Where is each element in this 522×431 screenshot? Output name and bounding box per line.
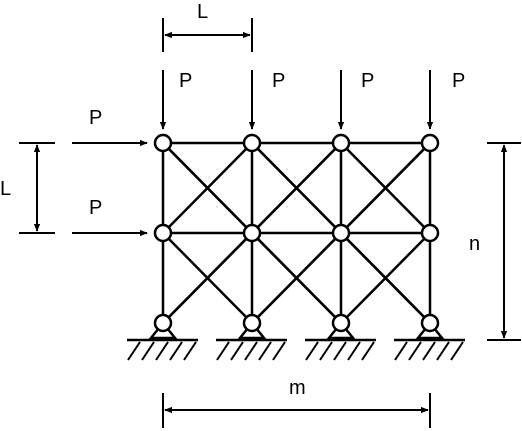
- dimension-label-top: L: [197, 1, 208, 23]
- joint: [242, 223, 262, 243]
- joint: [420, 223, 440, 243]
- joint: [242, 133, 262, 153]
- joint: [420, 133, 440, 153]
- pin-support-1: [127, 320, 198, 361]
- joint: [331, 313, 351, 333]
- joint: [420, 313, 440, 333]
- load-label-h1: P: [89, 107, 102, 129]
- joint: [153, 133, 173, 153]
- load-label-v2: P: [272, 70, 285, 92]
- dimension-left-L: [19, 142, 55, 234]
- horizontal-loads: [72, 139, 148, 237]
- supports: [127, 320, 465, 361]
- dimension-label-right: n: [469, 233, 480, 255]
- vertical-loads: [159, 70, 434, 130]
- joint: [331, 133, 351, 153]
- joints: [153, 133, 440, 333]
- joint: [242, 313, 262, 333]
- load-label-h2: P: [89, 197, 102, 219]
- dimension-top-L: [162, 18, 253, 52]
- truss-members: [161, 141, 432, 324]
- joint: [153, 223, 173, 243]
- joint: [153, 313, 173, 333]
- dimension-label-left: L: [0, 178, 11, 200]
- dimension-label-bottom: m: [289, 377, 306, 399]
- load-label-v3: P: [361, 70, 374, 92]
- dimension-bottom-m: [162, 393, 431, 428]
- load-label-v4: P: [452, 70, 465, 92]
- load-label-v1: P: [179, 70, 192, 92]
- joint: [331, 223, 351, 243]
- dimension-right-n: [487, 142, 521, 341]
